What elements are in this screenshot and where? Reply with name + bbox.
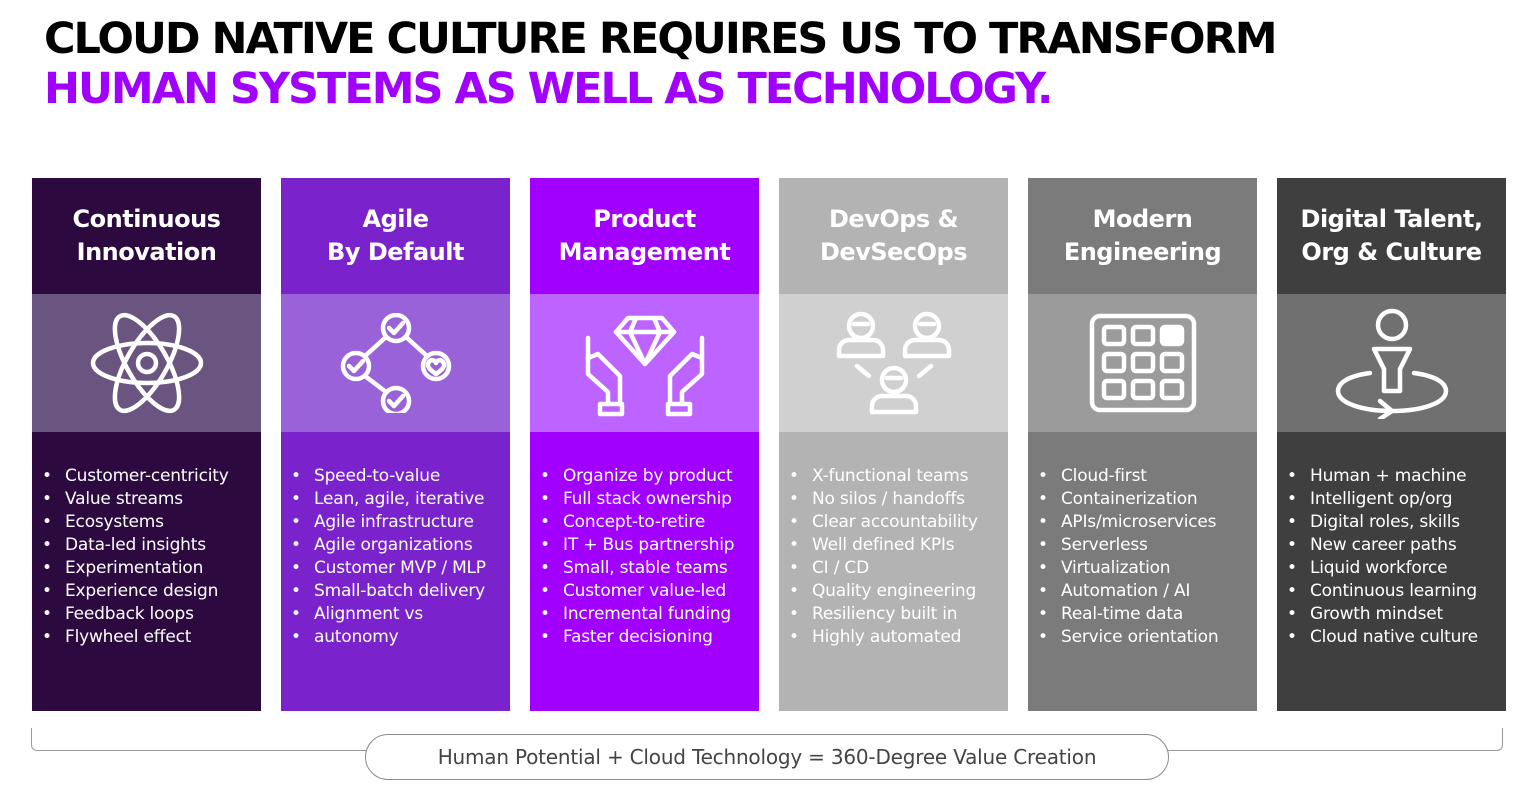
column-list: Speed-to-value Lean, agile, iterative Ag…	[281, 432, 510, 711]
list-item: Customer value-led	[540, 580, 759, 603]
list-item: Concept-to-retire	[540, 511, 759, 534]
list-item: APIs/microservices	[1038, 511, 1257, 534]
column-list: Customer-centricity Value streams Ecosys…	[32, 432, 261, 711]
list-item: Serverless	[1038, 534, 1257, 557]
value-equation-text: Human Potential + Cloud Technology = 360…	[437, 745, 1097, 769]
list-item: Experimentation	[42, 557, 261, 580]
list-item: Agile organizations	[291, 534, 510, 557]
person-orbit-icon	[1277, 294, 1506, 432]
slide-title: CLOUD NATIVE CULTURE REQUIRES US TO TRAN…	[44, 14, 1277, 114]
column-heading: Continuous Innovation	[32, 178, 261, 294]
list-item: Faster decisioning	[540, 626, 759, 649]
list-item: Intelligent op/org	[1287, 488, 1506, 511]
column-digital-talent-org-culture: Digital Talent, Org & Culture Human + ma…	[1277, 178, 1506, 711]
list-item: Value streams	[42, 488, 261, 511]
heading-line-2: DevSecOps	[820, 238, 968, 266]
list-item: Customer MVP / MLP	[291, 557, 510, 580]
list-item: Lean, agile, iterative	[291, 488, 510, 511]
list-item: Highly automated	[789, 626, 1008, 649]
column-list: Cloud-first Containerization APIs/micros…	[1028, 432, 1257, 711]
heading-line-2: Org & Culture	[1301, 238, 1482, 266]
column-heading: Digital Talent, Org & Culture	[1277, 178, 1506, 294]
list-item: Agile infrastructure	[291, 511, 510, 534]
list-item: Full stack ownership	[540, 488, 759, 511]
list-item: Speed-to-value	[291, 465, 510, 488]
column-agile-by-default: Agile By Default Speed-to-value Lean, ag…	[281, 178, 510, 711]
diamond-in-hands-icon	[530, 294, 759, 432]
list-item: Alignment vs	[291, 603, 510, 626]
list-item: Quality engineering	[789, 580, 1008, 603]
list-item: Automation / AI	[1038, 580, 1257, 603]
heading-line-1: Digital Talent,	[1300, 205, 1483, 233]
list-item: Digital roles, skills	[1287, 511, 1506, 534]
heading-line-2: By Default	[327, 238, 464, 266]
heading-line-1: Continuous	[72, 205, 221, 233]
heading-line-1: Agile	[362, 205, 429, 233]
list-item: Continuous learning	[1287, 580, 1506, 603]
column-continuous-innovation: Continuous Innovation Customer-centricit…	[32, 178, 261, 711]
list-item: Organize by product	[540, 465, 759, 488]
heading-line-2: Management	[558, 238, 731, 266]
list-item: Experience design	[42, 580, 261, 603]
atom-icon	[32, 294, 261, 432]
list-item: Flywheel effect	[42, 626, 261, 649]
list-item: No silos / handoffs	[789, 488, 1008, 511]
list-item: autonomy	[291, 626, 510, 649]
heading-line-2: Innovation	[76, 238, 217, 266]
column-heading: Agile By Default	[281, 178, 510, 294]
list-item: Customer-centricity	[42, 465, 261, 488]
list-item: IT + Bus partnership	[540, 534, 759, 557]
list-item: Resiliency built in	[789, 603, 1008, 626]
list-item: Liquid workforce	[1287, 557, 1506, 580]
list-item: New career paths	[1287, 534, 1506, 557]
connected-checkmarks-icon	[281, 294, 510, 432]
column-list: Organize by product Full stack ownership…	[530, 432, 759, 711]
heading-line-1: DevOps &	[829, 205, 959, 233]
heading-line-2: Engineering	[1063, 238, 1222, 266]
value-equation-pill: Human Potential + Cloud Technology = 360…	[365, 734, 1169, 780]
list-item: Cloud-first	[1038, 465, 1257, 488]
list-item: CI / CD	[789, 557, 1008, 580]
column-modern-engineering: Modern Engineering Cloud-first Container…	[1028, 178, 1257, 711]
list-item: Human + machine	[1287, 465, 1506, 488]
list-item: Service orientation	[1038, 626, 1257, 649]
list-item: Virtualization	[1038, 557, 1257, 580]
list-item: Well defined KPIs	[789, 534, 1008, 557]
list-item: Cloud native culture	[1287, 626, 1506, 649]
list-item: Incremental funding	[540, 603, 759, 626]
column-list: X-functional teams No silos / handoffs C…	[779, 432, 1008, 711]
column-devops-devsecops: DevOps & DevSecOps X-functional teams No…	[779, 178, 1008, 711]
column-heading: Modern Engineering	[1028, 178, 1257, 294]
list-item: Growth mindset	[1287, 603, 1506, 626]
list-item: Small-batch delivery	[291, 580, 510, 603]
list-item: Feedback loops	[42, 603, 261, 626]
list-item: Data-led insights	[42, 534, 261, 557]
team-collaboration-icon	[779, 294, 1008, 432]
list-item: Containerization	[1038, 488, 1257, 511]
title-line-2: HUMAN SYSTEMS AS WELL AS TECHNOLOGY.	[44, 64, 1053, 114]
column-heading: Product Management	[530, 178, 759, 294]
title-line-1: CLOUD NATIVE CULTURE REQUIRES US TO TRAN…	[44, 14, 1277, 64]
column-heading: DevOps & DevSecOps	[779, 178, 1008, 294]
heading-line-1: Product	[593, 205, 696, 233]
list-item: X-functional teams	[789, 465, 1008, 488]
list-item: Ecosystems	[42, 511, 261, 534]
heading-line-1: Modern	[1092, 205, 1193, 233]
list-item: Clear accountability	[789, 511, 1008, 534]
column-list: Human + machine Intelligent op/org Digit…	[1277, 432, 1506, 711]
list-item: Small, stable teams	[540, 557, 759, 580]
list-item: Real-time data	[1038, 603, 1257, 626]
grid-panel-icon	[1028, 294, 1257, 432]
column-product-management: Product Management Organize by product F…	[530, 178, 759, 711]
